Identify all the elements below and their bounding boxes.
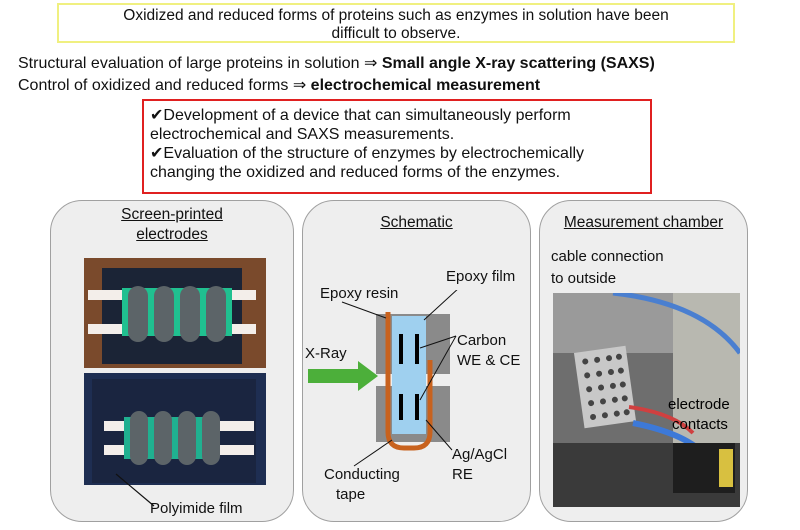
problem-line-2: difficult to observe. [331, 25, 461, 42]
goal-2-text-1: Evaluation of the structure of enzymes b… [163, 145, 585, 162]
goals-box: ✔Development of a device that can simult… [142, 99, 652, 194]
panel-mid-title: Schematic [380, 214, 453, 231]
check-icon: ✔ [150, 107, 164, 124]
contacts-label-1: electrode [668, 396, 730, 413]
carbon-electrode-1 [399, 334, 403, 364]
carbon-label-1: Carbon [457, 332, 507, 349]
goal-1-line-1: ✔Development of a device that can simult… [150, 106, 650, 125]
electrochem-statement-prefix: Control of oxidized and reduced forms ⇒ [18, 77, 311, 94]
saxs-statement-bold: Small angle X-ray scattering (SAXS) [381, 55, 655, 72]
electrochem-statement: Control of oxidized and reduced forms ⇒ … [18, 75, 540, 95]
solution-channel [392, 316, 426, 434]
schematic-diagram [308, 290, 458, 467]
ref-electrode [415, 394, 419, 420]
panel-right-title: Measurement chamber [563, 214, 724, 231]
carbon-electrode-3 [399, 394, 403, 420]
carbon-pointer-2 [419, 335, 457, 401]
epoxy-film-pointer [423, 290, 458, 321]
panel-left-title-1: Screen-printed [121, 206, 223, 223]
agcl-label-1: Ag/AgCl [452, 446, 508, 463]
goal-2-line-2: changing the oxidized and reduced forms … [150, 164, 561, 181]
red-cable [628, 405, 695, 435]
carbon-pointer-1 [419, 335, 457, 349]
blue-cable-1 [612, 293, 740, 355]
goal-1-line-2: electrochemical and SAXS measurements. [150, 126, 455, 143]
panel-left-title-2: electrodes [136, 226, 208, 243]
carbon-electrode-2 [415, 334, 419, 364]
conducting-label-1: Conducting [324, 466, 400, 483]
polyimide-film-label: Polyimide film [150, 500, 243, 517]
polyimide-pointer-line [115, 473, 155, 507]
check-icon: ✔ [150, 145, 164, 162]
epoxy-resin-pointer [341, 301, 387, 319]
electrochem-statement-bold: electrochemical measurement [310, 77, 541, 94]
goal-2-line-1: ✔Evaluation of the structure of enzymes … [150, 144, 650, 163]
goal-1-text-1: Development of a device that can simulta… [163, 107, 571, 124]
saxs-statement-prefix: Structural evaluation of large proteins … [18, 55, 382, 72]
sample-plate [573, 345, 637, 429]
xray-label: X-Ray [305, 345, 347, 362]
conducting-tape-shape [385, 312, 433, 451]
conducting-tape-pointer [353, 439, 393, 467]
cable-label-1: cable connection [551, 248, 664, 265]
cable-label-2: to outside [551, 270, 617, 287]
problem-statement-box: Oxidized and reduced forms of proteins s… [57, 3, 735, 43]
conducting-label-2: tape [336, 486, 366, 503]
saxs-statement: Structural evaluation of large proteins … [18, 53, 655, 73]
xray-arrow [308, 361, 378, 391]
contacts-label-2: contacts [672, 416, 728, 433]
problem-line-1: Oxidized and reduced forms of proteins s… [123, 7, 669, 24]
electrode-photo-bottom [84, 373, 266, 485]
chamber-photo [553, 293, 740, 507]
epoxy-resin-label: Epoxy resin [320, 285, 399, 302]
electrode-photo-top [84, 258, 266, 368]
carbon-label-2: WE & CE [457, 352, 521, 369]
epoxy-film-label: Epoxy film [446, 268, 516, 285]
agcl-pointer [425, 419, 453, 451]
agcl-label-2: RE [452, 466, 473, 483]
